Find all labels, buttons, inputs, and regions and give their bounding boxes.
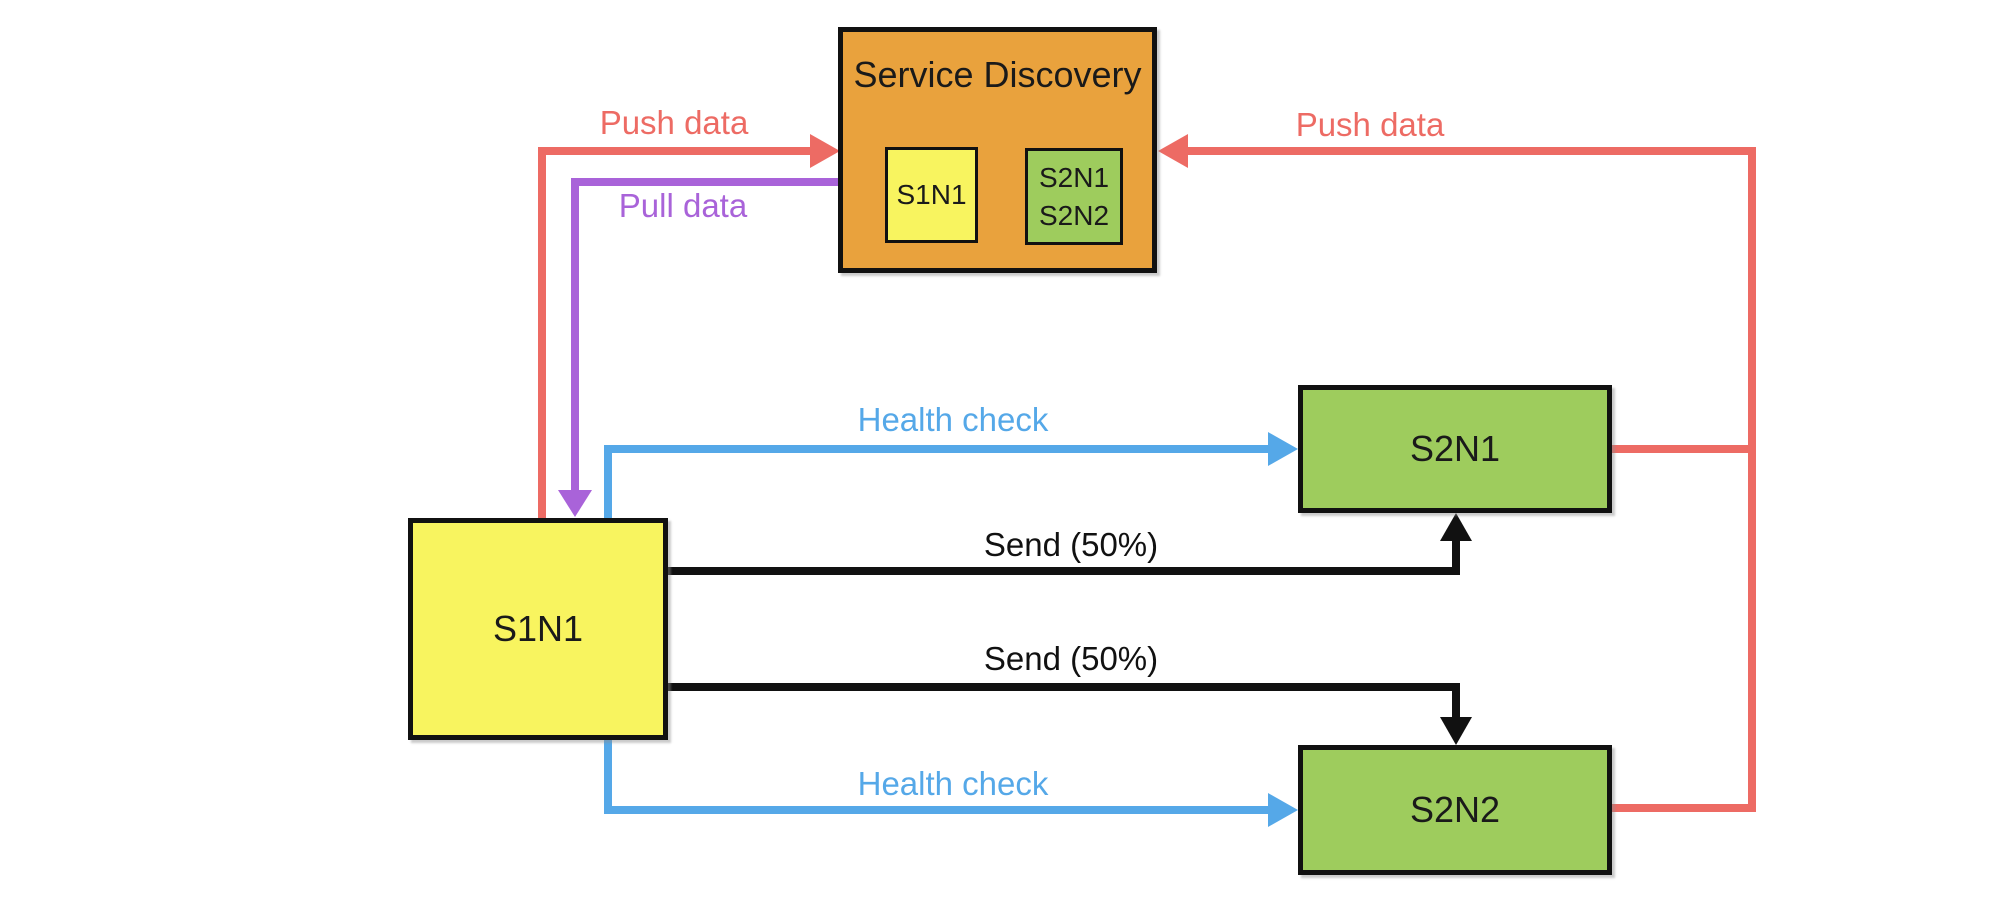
send-top-arrow-line (668, 539, 1460, 575)
health-check-top-arrow-line (604, 445, 1270, 518)
registry-entry-s2n2-label: S2N2 (1038, 199, 1110, 231)
pull-data-arrow-line (571, 178, 840, 492)
send-bottom-label: Send (50%) (983, 640, 1159, 677)
health-check-bottom-arrow-line (604, 740, 1270, 814)
health-check-bottom-arrowhead-icon (1268, 793, 1298, 827)
push-data-left-label: Push data (599, 104, 749, 141)
health-check-top-arrowhead-icon (1268, 432, 1298, 466)
registry-entry-s1n1: S1N1 (885, 147, 978, 243)
push-data-left-arrow-line (538, 147, 812, 518)
node-s1n1: S1N1 (408, 518, 668, 740)
node-s2n2-label: S2N2 (1409, 789, 1501, 830)
health-check-top-label: Health check (857, 401, 1049, 438)
health-check-bottom-label: Health check (857, 765, 1049, 802)
node-s2n1-label: S2N1 (1409, 428, 1501, 469)
send-bottom-arrow-line (668, 683, 1460, 719)
service-discovery-box: Service Discovery S1N1 S2N1 S2N2 (838, 27, 1157, 273)
push-data-right-arrowhead-icon (1158, 134, 1188, 168)
push-data-right-label: Push data (1295, 106, 1445, 143)
pull-data-label: Pull data (618, 187, 748, 224)
push-data-right-arrow-line (1188, 147, 1756, 812)
registry-entry-s2n1-label: S2N1 (1038, 161, 1110, 193)
send-bottom-arrowhead-icon (1440, 717, 1472, 745)
registry-entry-s2: S2N1 S2N2 (1025, 148, 1123, 245)
registry-entry-s1n1-label: S1N1 (896, 179, 967, 210)
push-data-left-arrowhead-icon (810, 134, 840, 168)
node-s1n1-label: S1N1 (492, 608, 584, 649)
service-discovery-title: Service Discovery (853, 54, 1142, 95)
node-s2n1: S2N1 (1298, 385, 1612, 513)
pull-data-arrowhead-icon (558, 490, 592, 517)
send-top-arrowhead-icon (1440, 513, 1472, 541)
send-top-label: Send (50%) (983, 526, 1159, 563)
node-s2n2: S2N2 (1298, 745, 1612, 875)
